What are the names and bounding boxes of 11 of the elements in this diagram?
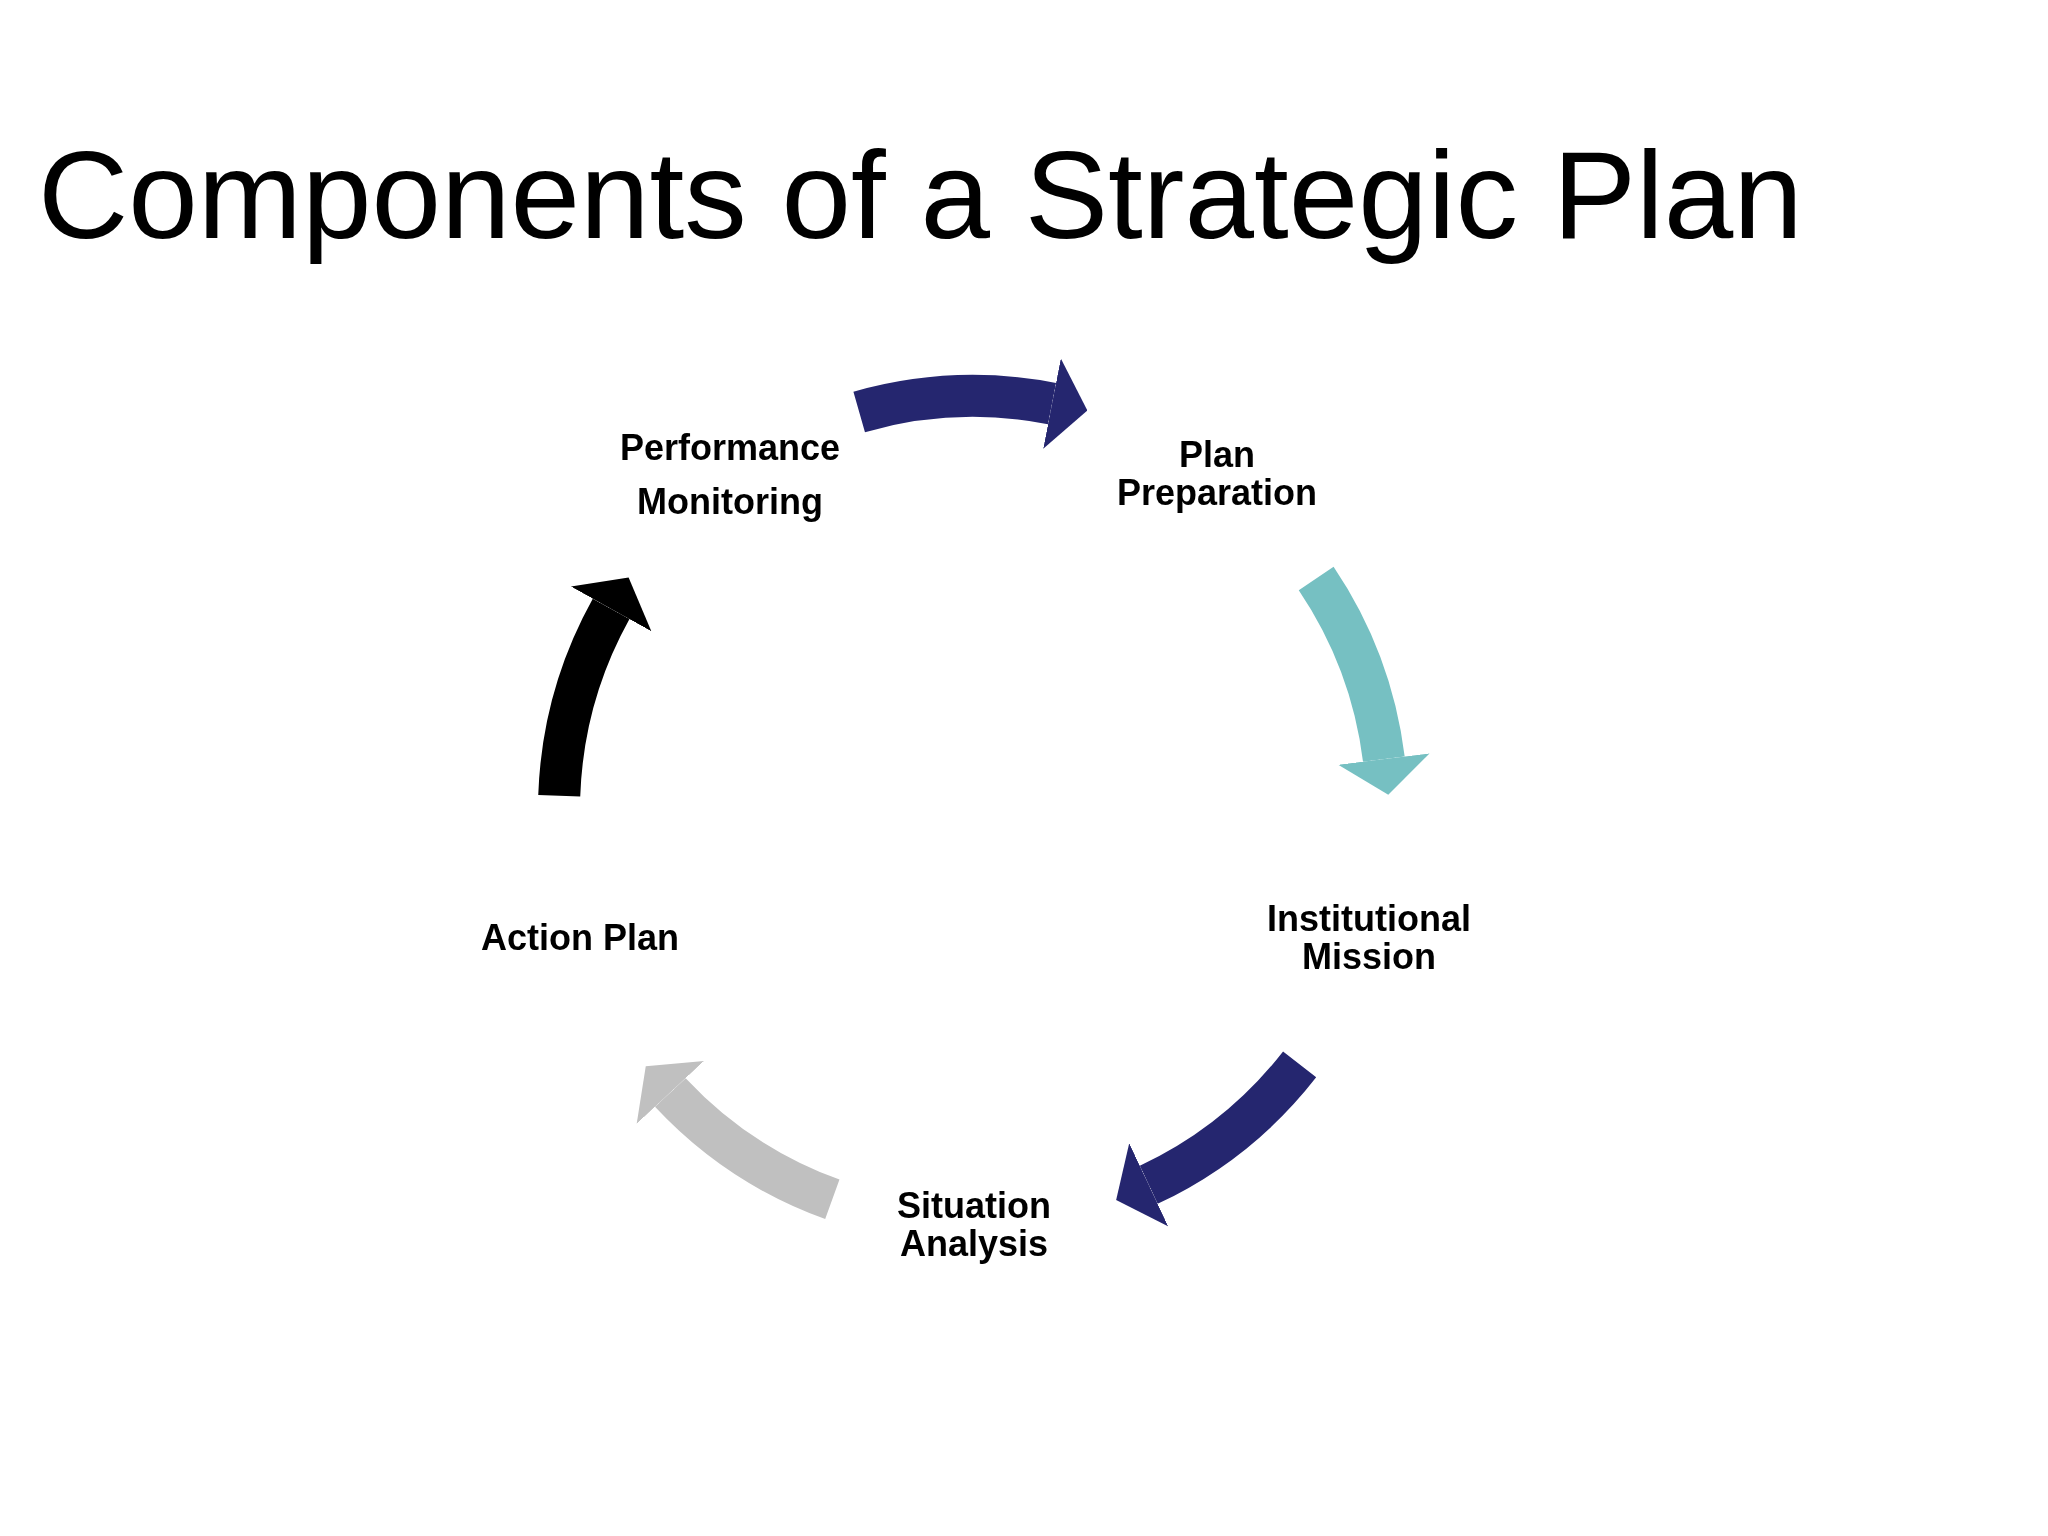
curved-arrow [638, 1059, 841, 1219]
stage-label: Action Plan [477, 917, 683, 959]
stage-label: Institutional Mission [1261, 898, 1477, 978]
curved-arrow [854, 358, 1088, 450]
slide-title: Components of a Strategic Plan [38, 124, 1803, 266]
curved-arrow [1298, 567, 1430, 795]
stage-label: Performance Monitoring [614, 419, 846, 531]
stage-label: Situation Analysis [891, 1185, 1057, 1265]
curved-arrow [1117, 1050, 1316, 1226]
curved-arrow [538, 576, 653, 798]
stage-label: Plan Preparation [1111, 434, 1323, 514]
